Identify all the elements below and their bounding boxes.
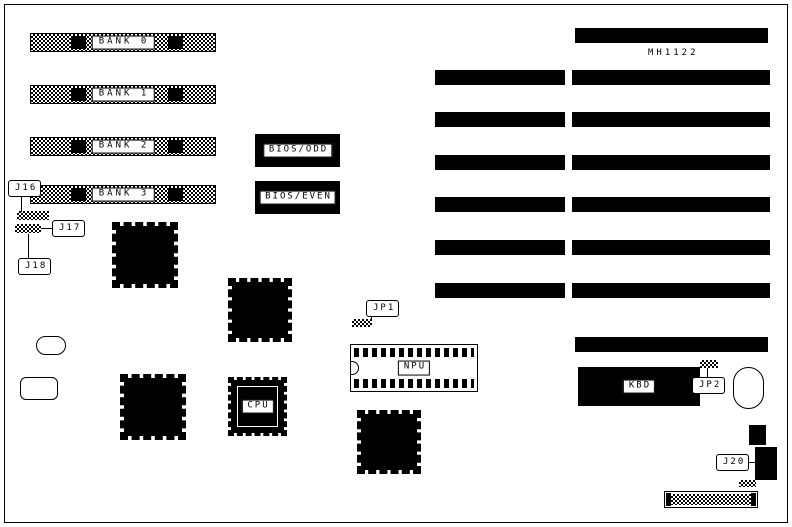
edge-connector-upper	[749, 425, 766, 445]
callout-j16: J16	[8, 180, 42, 197]
memory-bank-1-label: BANK 1	[91, 87, 155, 102]
bios-even-chip: BIOS/EVEN	[255, 181, 340, 214]
qfp-chip-2	[228, 278, 292, 342]
cpu-label: CPU	[241, 399, 274, 414]
isa-slot	[572, 112, 770, 127]
leader-line-j17	[41, 228, 53, 229]
keyboard-controller-chip: KBD	[578, 367, 700, 406]
bios-odd-chip: BIOS/ODD	[255, 134, 340, 167]
kbd-label: KBD	[622, 379, 656, 394]
memory-bank-1: BANK 1	[30, 85, 216, 104]
leader-line-j18	[28, 234, 29, 259]
bios-odd-label: BIOS/ODD	[262, 143, 333, 158]
isa-slot	[435, 155, 565, 170]
memory-bank-3-label: BANK 3	[91, 187, 155, 202]
isa-slot	[572, 70, 770, 85]
diagram-border	[4, 4, 788, 523]
qfp-chip-1	[112, 222, 178, 288]
callout-j18: J18	[18, 258, 52, 275]
jumper-j16-pins	[17, 211, 49, 220]
leader-line-j16	[21, 195, 22, 212]
bios-even-label: BIOS/EVEN	[259, 190, 336, 205]
isa-slot	[435, 240, 565, 255]
callout-j17: J17	[52, 220, 86, 237]
leader-line-j20	[745, 462, 757, 463]
npu-socket: NPU	[350, 344, 478, 392]
jumper-jp2-pins	[700, 360, 718, 368]
npu-pin-row-top	[354, 348, 474, 357]
callout-jp1: JP1	[366, 300, 400, 317]
isa-slot	[572, 283, 770, 298]
isa-slot	[572, 240, 770, 255]
isa-slot	[435, 197, 565, 212]
isa-slot	[572, 197, 770, 212]
bottom-jumper-pins	[739, 480, 756, 487]
isa-slot	[435, 283, 565, 298]
npu-pin-row-bottom	[354, 379, 474, 388]
board-model-text: MH1122	[648, 48, 699, 58]
memory-bank-0: BANK 0	[30, 33, 216, 52]
qfp-chip-4	[357, 410, 421, 474]
qfp-chip-3	[120, 374, 186, 440]
isa-slot	[572, 155, 770, 170]
jumper-j17-pins	[15, 224, 41, 233]
memory-bank-2: BANK 2	[30, 137, 216, 156]
capacitor	[733, 367, 764, 409]
bottom-pin-header	[664, 491, 758, 508]
rounded-component	[20, 377, 58, 400]
isa-slot	[575, 28, 768, 43]
crystal-oscillator	[36, 336, 66, 355]
keyboard-din-connector	[755, 447, 777, 480]
isa-slot	[435, 70, 565, 85]
callout-j20: J20	[716, 454, 750, 471]
cpu-chip: CPU	[228, 377, 287, 436]
jumper-jp1-pins	[352, 319, 372, 327]
isa-slot	[575, 337, 768, 352]
isa-slot	[435, 112, 565, 127]
npu-label: NPU	[397, 360, 431, 376]
leader-line-jp2	[707, 368, 708, 378]
memory-bank-0-label: BANK 0	[91, 35, 155, 50]
memory-bank-3: BANK 3	[30, 185, 216, 204]
memory-bank-2-label: BANK 2	[91, 139, 155, 154]
callout-jp2: JP2	[692, 377, 726, 394]
